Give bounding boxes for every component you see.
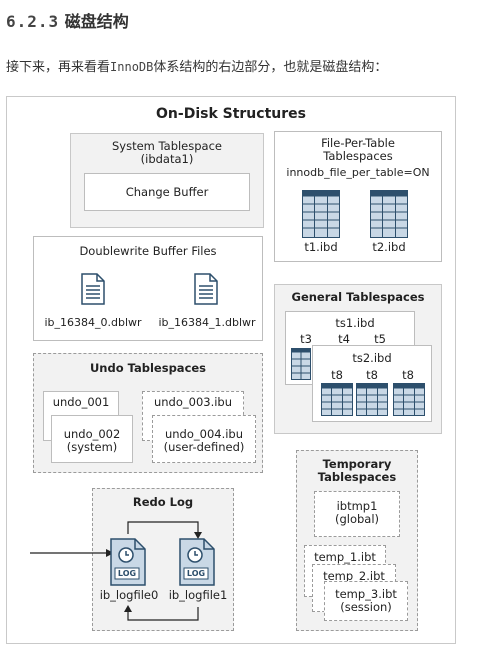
undo-004-box [152, 415, 256, 463]
temporary-title-1: Temporary [322, 457, 392, 471]
undo-004-label: undo_004.ibu [164, 427, 244, 441]
change-buffer-label: Change Buffer [125, 185, 209, 199]
temp-3-note: (session) [340, 600, 392, 614]
log-icon-label: LOG [117, 569, 137, 578]
intro-after: 体系结构的右边部分，也就是磁盘结构： [153, 60, 388, 75]
redo-log-title: Redo Log [132, 495, 194, 509]
doublewrite-title: Doublewrite Buffer Files [79, 244, 217, 258]
file-per-table-title-1: File-Per-Table [321, 136, 395, 150]
undo-002-box [51, 415, 133, 463]
undo-002-label: undo_002 [63, 427, 121, 441]
file-t2: t2.ibd [372, 240, 406, 254]
ts2-label: ts2.ibd [352, 351, 392, 365]
ts1-table-t4: t4 [338, 332, 350, 346]
redo-log-flow-arrows [30, 521, 202, 621]
document-icon [81, 273, 105, 305]
table-icon [302, 190, 340, 238]
section-title: 磁盘结构 [64, 12, 129, 31]
ts2-table-t8-3: t8 [402, 368, 414, 382]
temp-1-label: temp_1.ibt [314, 550, 376, 564]
file-t1: t1.ibd [304, 240, 338, 254]
ts1-label: ts1.ibd [335, 316, 375, 330]
system-tablespace-subtitle: (ibdata1) [140, 152, 194, 166]
temp-3-label: temp_3.ibt [335, 587, 397, 601]
dblwr-file-1: ib_16384_1.dblwr [158, 316, 256, 329]
temp-3-box [324, 581, 408, 621]
redo-file-0: ib_logfile0 [99, 588, 159, 602]
ibtmp1-box [314, 491, 400, 537]
intro-code: InnoDB [110, 60, 154, 74]
section-number: 6.2.3 [6, 12, 60, 31]
intro-before: 接下来，再来看看 [6, 60, 111, 75]
ts2-table-t8-1: t8 [331, 368, 343, 382]
dblwr-file-0: ib_16384_0.dblwr [44, 316, 142, 329]
table-icon [393, 383, 425, 416]
change-buffer-box [84, 173, 250, 211]
log-file-icon [110, 538, 146, 586]
ibtmp1-note: (global) [334, 512, 380, 526]
document-icon [194, 273, 218, 305]
redo-file-1: ib_logfile1 [168, 588, 228, 602]
temp-2-label: temp_2.ibt [323, 569, 385, 583]
ts2-table-t8-2: t8 [366, 368, 378, 382]
table-icon [356, 383, 388, 416]
undo-tablespaces-title: Undo Tablespaces [89, 361, 207, 375]
table-icon [370, 190, 408, 238]
table-icon [321, 383, 353, 416]
ts1-table-t3: t3 [300, 332, 312, 346]
undo-003-label: undo_003.ibu [153, 395, 233, 409]
log-icon-label: LOG [186, 569, 206, 578]
undo-004-note: (user-defined) [163, 440, 245, 454]
ibtmp1-label: ibtmp1 [336, 499, 378, 513]
doublewrite-panel [33, 236, 263, 341]
section-heading: 6.2.3 磁盘结构 [6, 8, 129, 32]
file-per-table-setting: innodb_file_per_table=ON [286, 166, 430, 179]
temporary-title-2: Tablespaces [317, 470, 397, 484]
system-tablespace-title: System Tablespace [111, 139, 222, 153]
undo-001-label: undo_001 [52, 395, 110, 409]
log-file-icon [179, 538, 215, 586]
ts1-table-t5: t5 [374, 332, 386, 346]
intro-text: 接下来，再来看看InnoDB体系结构的右边部分，也就是磁盘结构： [6, 56, 387, 75]
diagram-title: On-Disk Structures [156, 106, 306, 122]
file-per-table-title-2: Tablespaces [323, 149, 393, 163]
general-tablespaces-title: General Tablespaces [291, 290, 425, 304]
table-icon [291, 348, 311, 380]
undo-002-note: (system) [66, 440, 118, 454]
